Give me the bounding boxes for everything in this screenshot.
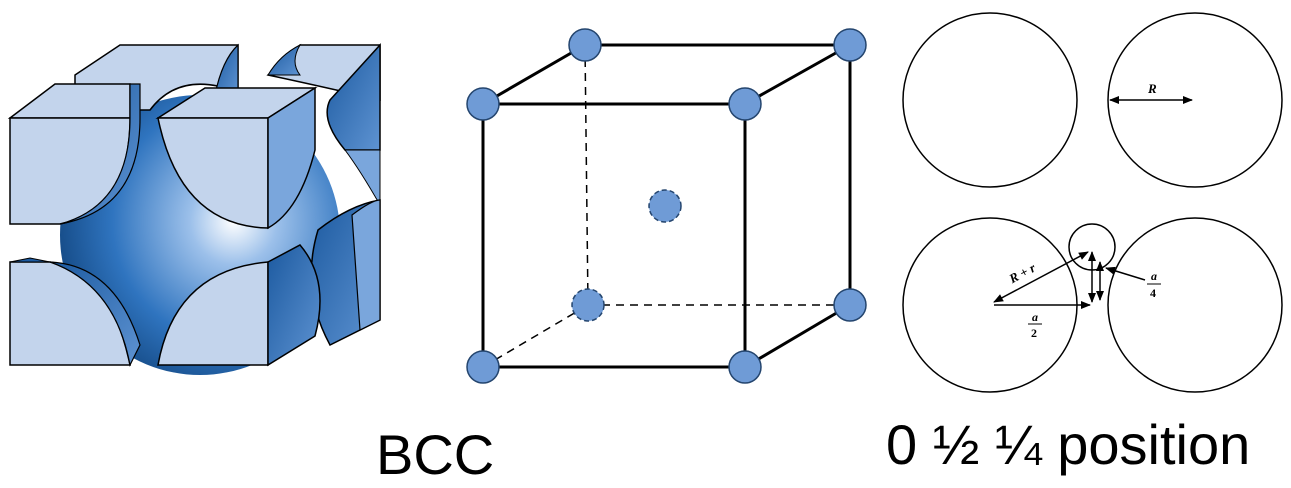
corner-atom [568, 28, 602, 62]
sum-radii-label: R + r [1006, 259, 1039, 286]
half-a-numerator: a [1032, 310, 1038, 324]
body-center-atom [648, 189, 682, 223]
corner-atom [728, 350, 762, 384]
corner-atom-front-left [7, 83, 141, 225]
corner-atom-front-right [155, 86, 318, 230]
corner-atom-front-left-bottom [9, 257, 141, 367]
corner-atom [833, 28, 867, 62]
corner-atom [466, 350, 500, 384]
cube-edge [744, 43, 851, 106]
atom-circle-top-right [1107, 12, 1283, 188]
atom-circle-top-left [902, 12, 1078, 188]
corner-atom-back-right-bottom [310, 199, 381, 346]
half-a-denominator: 2 [1031, 326, 1037, 340]
position-caption: 0 ½ ¼ position [886, 413, 1251, 476]
sum-radii-arrow [993, 251, 1089, 303]
radius-label: R [1147, 81, 1157, 96]
quarter-a-numerator: a [1151, 269, 1157, 283]
quarter-a-pointer [1105, 266, 1146, 281]
corner-atom-front-right-bottom [157, 244, 321, 367]
quarter-a-denominator: 4 [1150, 286, 1156, 300]
atom-circle-bottom-right [1107, 217, 1283, 393]
interstitial-geometry [902, 12, 1283, 393]
corner-atom [728, 87, 762, 121]
geometry-labels: R R + r a 2 a 4 [1006, 81, 1161, 340]
hard-sphere-unit-cell [7, 43, 381, 375]
corner-atom [466, 87, 500, 121]
hidden-edge [482, 304, 589, 368]
hidden-edge [584, 44, 589, 306]
hidden-corner-atom [571, 288, 605, 322]
cube-edge [482, 43, 586, 106]
structure-caption: BCC [376, 423, 495, 486]
reduced-sphere-unit-cell [466, 28, 867, 384]
cube-edge [744, 303, 851, 369]
corner-atom [833, 288, 867, 322]
